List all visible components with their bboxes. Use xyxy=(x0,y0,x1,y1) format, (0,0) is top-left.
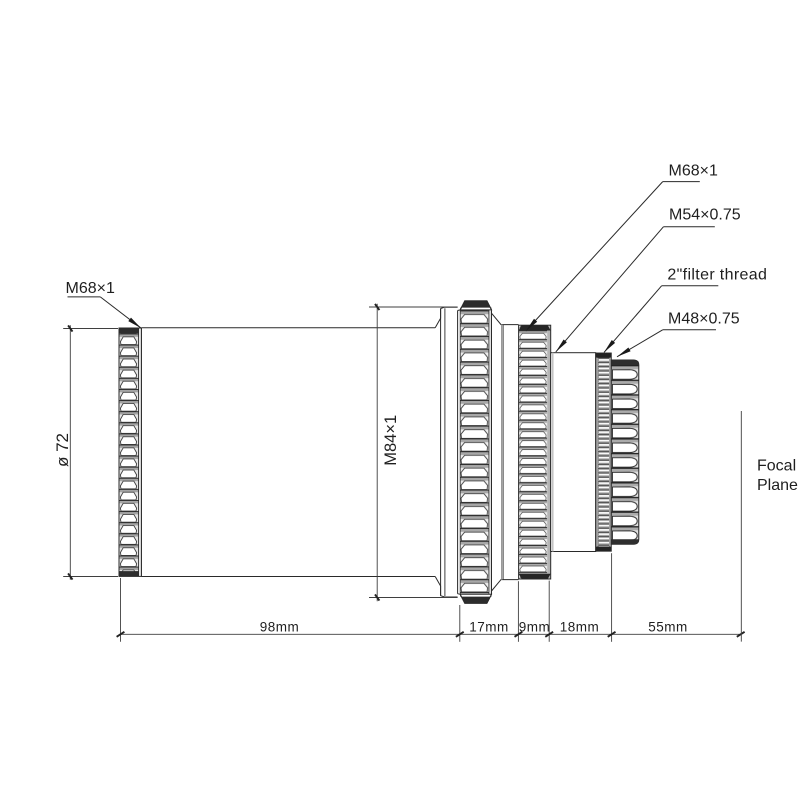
svg-text:Focal: Focal xyxy=(757,458,796,475)
svg-text:M84×1: M84×1 xyxy=(382,415,400,466)
svg-text:M54×0.75: M54×0.75 xyxy=(669,207,741,224)
svg-text:M48×0.75: M48×0.75 xyxy=(668,311,740,328)
svg-text:98mm: 98mm xyxy=(260,620,300,635)
svg-text:9mm: 9mm xyxy=(519,620,551,635)
svg-text:55mm: 55mm xyxy=(648,620,688,635)
svg-text:ø 72: ø 72 xyxy=(53,433,72,467)
svg-text:M68×1: M68×1 xyxy=(669,163,718,180)
svg-text:17mm: 17mm xyxy=(469,620,509,635)
svg-text:M68×1: M68×1 xyxy=(66,280,115,297)
svg-text:18mm: 18mm xyxy=(560,620,600,635)
svg-text:Plane: Plane xyxy=(757,477,798,494)
svg-text:2"filter thread: 2"filter thread xyxy=(667,267,767,284)
